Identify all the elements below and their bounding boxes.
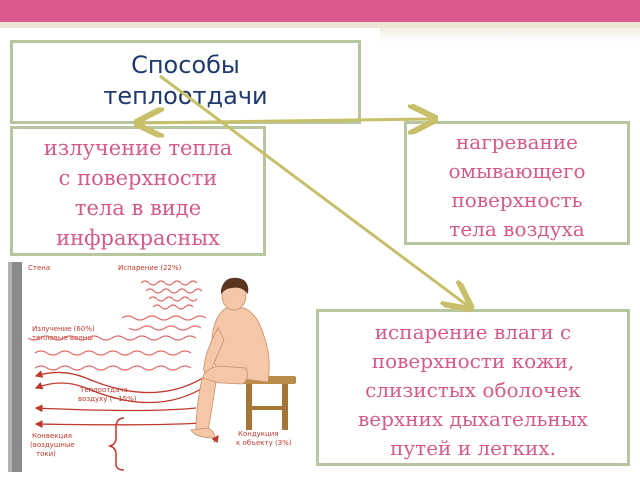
radiation-line-4: инфракрасных	[56, 226, 220, 250]
top-decor-bar	[0, 0, 640, 22]
figure-label-air: Теплоотдача	[79, 386, 128, 394]
convection-line-3: поверхность	[451, 188, 583, 212]
title-box: Способы теплоотдачи	[10, 40, 361, 124]
evaporation-line-2: поверхности кожи,	[371, 349, 575, 373]
figure-label-air-sub: воздуху (~15%)	[78, 395, 137, 403]
air-current-arrows	[34, 370, 207, 429]
figure-label-convection: Конвекция	[32, 432, 72, 440]
evaporation-line-1: испарение влаги с	[374, 320, 572, 344]
evaporation-coils	[140, 280, 203, 310]
figure-label-convection-sub1: (воздушные	[30, 441, 75, 449]
heat-transfer-illustration: Стена Испарение (22%) Излучение (60%) те…	[8, 262, 296, 472]
evaporation-line-3: слизистых оболочек	[365, 378, 581, 402]
figure-label-radiation-sub: тепловые волны	[32, 334, 93, 342]
figure-label-evaporation: Испарение (22%)	[118, 264, 182, 272]
person-figure	[190, 277, 296, 439]
figure-label-wall: Стена	[28, 264, 50, 272]
figure-label-conduction-sub: к объекту (3%)	[236, 439, 292, 447]
top-decor-fade	[380, 28, 640, 42]
title-line-1: Способы	[131, 51, 240, 79]
method-convection-box: нагревание омывающего поверхность тела в…	[404, 121, 630, 245]
figure-label-convection-sub2: токи)	[36, 450, 56, 458]
title-line-2: теплоотдачи	[103, 82, 268, 110]
conduction-arrow	[211, 435, 219, 443]
method-radiation-box: излучение тепла с поверхности тела в вид…	[10, 126, 266, 256]
convection-line-2: омывающего	[448, 159, 586, 183]
figure-label-conduction: Кондукция	[238, 430, 279, 438]
radiation-line-3: тела в виде	[74, 196, 202, 220]
radiation-line-2: с поверхности	[58, 166, 218, 190]
convection-line-4: тела воздуха	[449, 217, 585, 241]
convection-brace	[107, 417, 125, 471]
convection-line-1: нагревание	[455, 130, 579, 154]
evaporation-line-4: верхних дыхательных	[358, 407, 588, 431]
method-evaporation-box: испарение влаги с поверхности кожи, слиз…	[316, 309, 630, 466]
radiation-waves	[27, 315, 207, 371]
radiation-line-1: излучение тепла	[43, 136, 233, 160]
figure-label-radiation: Излучение (60%)	[32, 325, 95, 333]
evaporation-line-5: путей и легких.	[390, 436, 556, 460]
top-decor-stripe	[0, 22, 640, 28]
